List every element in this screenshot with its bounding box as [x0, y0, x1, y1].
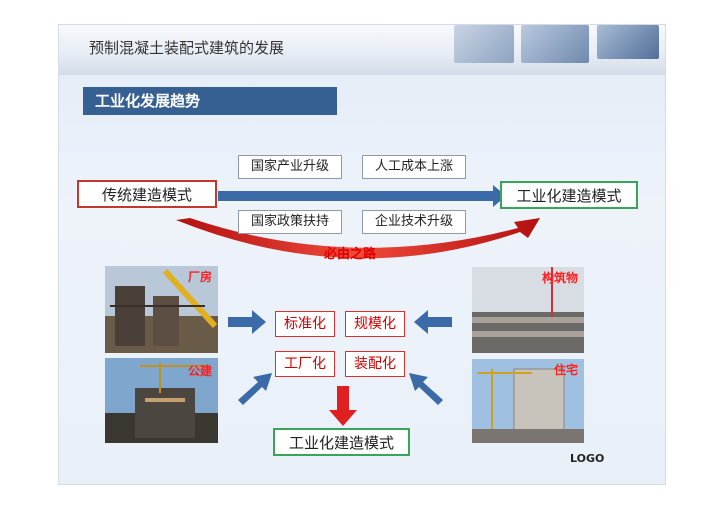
driver-industry-upgrade: 国家产业升级: [238, 155, 342, 179]
header-decoration: [597, 25, 659, 59]
right-top-arrow: [414, 310, 452, 334]
driver-tech-upgrade: 企业技术升级: [362, 210, 466, 234]
header-decoration: [521, 25, 589, 63]
factory-photo: 厂房: [105, 266, 218, 353]
public-building-label: 公建: [187, 364, 212, 378]
traditional-mode-box: 传统建造模式: [77, 180, 217, 208]
driver-labor-cost: 人工成本上涨: [362, 155, 466, 179]
public-building-image: [105, 358, 218, 443]
driver-policy-support: 国家政策扶持: [238, 210, 342, 234]
mode-scale: 规模化: [345, 311, 405, 337]
slide-header: 预制混凝土装配式建筑的发展: [59, 25, 665, 75]
left-bottom-arrow: [238, 373, 272, 405]
residence-image: [472, 359, 584, 443]
structure-label: 构筑物: [541, 271, 578, 285]
mode-factory: 工厂化: [275, 351, 335, 377]
mode-assembly: 装配化: [345, 351, 405, 377]
section-heading: 工业化发展趋势: [83, 87, 337, 115]
residence-label: 住宅: [553, 363, 578, 377]
factory-label: 厂房: [187, 270, 212, 284]
right-bottom-arrow: [409, 373, 443, 405]
curved-red-arrow: [176, 218, 540, 259]
logo: LOGO: [570, 452, 605, 465]
slide-title: 预制混凝土装配式建筑的发展: [89, 39, 285, 57]
main-arrow: [218, 185, 506, 207]
public-building-photo: 公建: [105, 358, 218, 443]
mode-standardization: 标准化: [275, 311, 335, 337]
structure-image: [472, 267, 584, 353]
structure-photo: 构筑物: [472, 267, 584, 353]
industrial-mode-box: 工业化建造模式: [500, 181, 638, 209]
factory-construction-image: [105, 266, 218, 353]
result-industrial-mode-box: 工业化建造模式: [273, 428, 410, 456]
down-red-arrow: [329, 386, 357, 426]
left-top-arrow: [228, 310, 266, 334]
header-decoration: [454, 25, 514, 63]
residence-photo: 住宅: [472, 359, 584, 443]
inevitable-path-label: 必由之路: [324, 247, 377, 262]
